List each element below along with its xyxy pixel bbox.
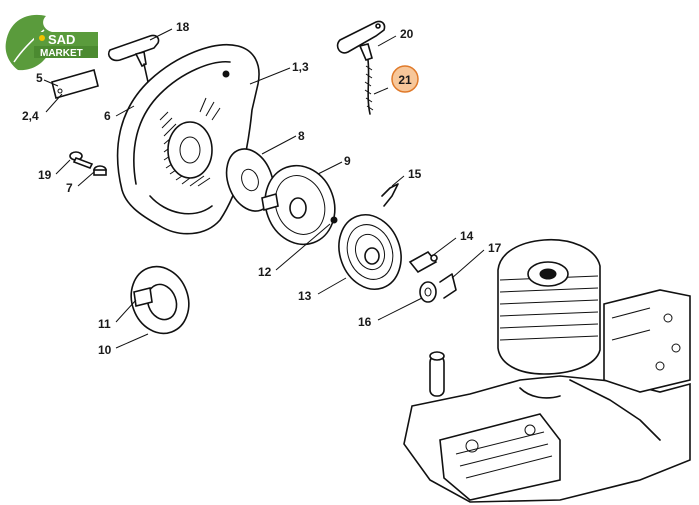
callout-20: 20 [400,27,414,41]
callout-8: 8 [298,129,305,143]
callout-7: 7 [66,181,73,195]
part-washer-16 [419,281,437,303]
part-clip-17 [439,273,457,299]
highlight-circle [391,65,419,93]
part-pawl-14 [408,250,438,274]
callout-5: 5 [36,71,43,85]
part-plate [51,69,99,99]
part-disk-8 [225,148,275,212]
callout-10: 10 [98,343,112,357]
callout-16: 16 [358,315,372,329]
sad-market-logo: SAD MARKET [5,14,98,71]
callout-19: 19 [38,168,52,182]
part-pawl-carrier-10 [130,265,190,335]
part-spring-housing-13 [338,214,402,290]
part-pin-12 [330,216,338,224]
callout-6: 6 [104,109,111,123]
callout-12: 12 [258,265,272,279]
leader-lines [43,28,485,349]
part-rope-rotor-9 [261,164,336,246]
callout-1-3: 1,3 [292,60,309,74]
callout-17: 17 [488,241,502,255]
callout-21-highlight[interactable]: 21 [391,65,419,93]
callout-11: 11 [98,317,111,331]
callout-9: 9 [344,154,351,168]
part-starter-rope-21 [364,59,374,115]
part-starter-grip-20 [336,20,386,61]
logo-line2: MARKET [40,48,83,59]
part-fan-housing [116,44,260,235]
part-engine-block [403,238,691,503]
callout-labels: 18 5 2,4 6 1,3 20 8 9 19 7 15 14 17 12 1… [22,20,502,357]
part-spring-15 [381,183,399,207]
callout-14: 14 [460,229,474,243]
logo-line1: SAD [48,32,75,47]
callout-13: 13 [298,289,312,303]
callout-18: 18 [176,20,190,34]
part-screw-7 [93,165,107,176]
part-screw-19 [69,151,94,170]
callout-2-4: 2,4 [22,109,39,123]
callout-15: 15 [408,167,422,181]
callout-21: 21 [398,73,412,87]
